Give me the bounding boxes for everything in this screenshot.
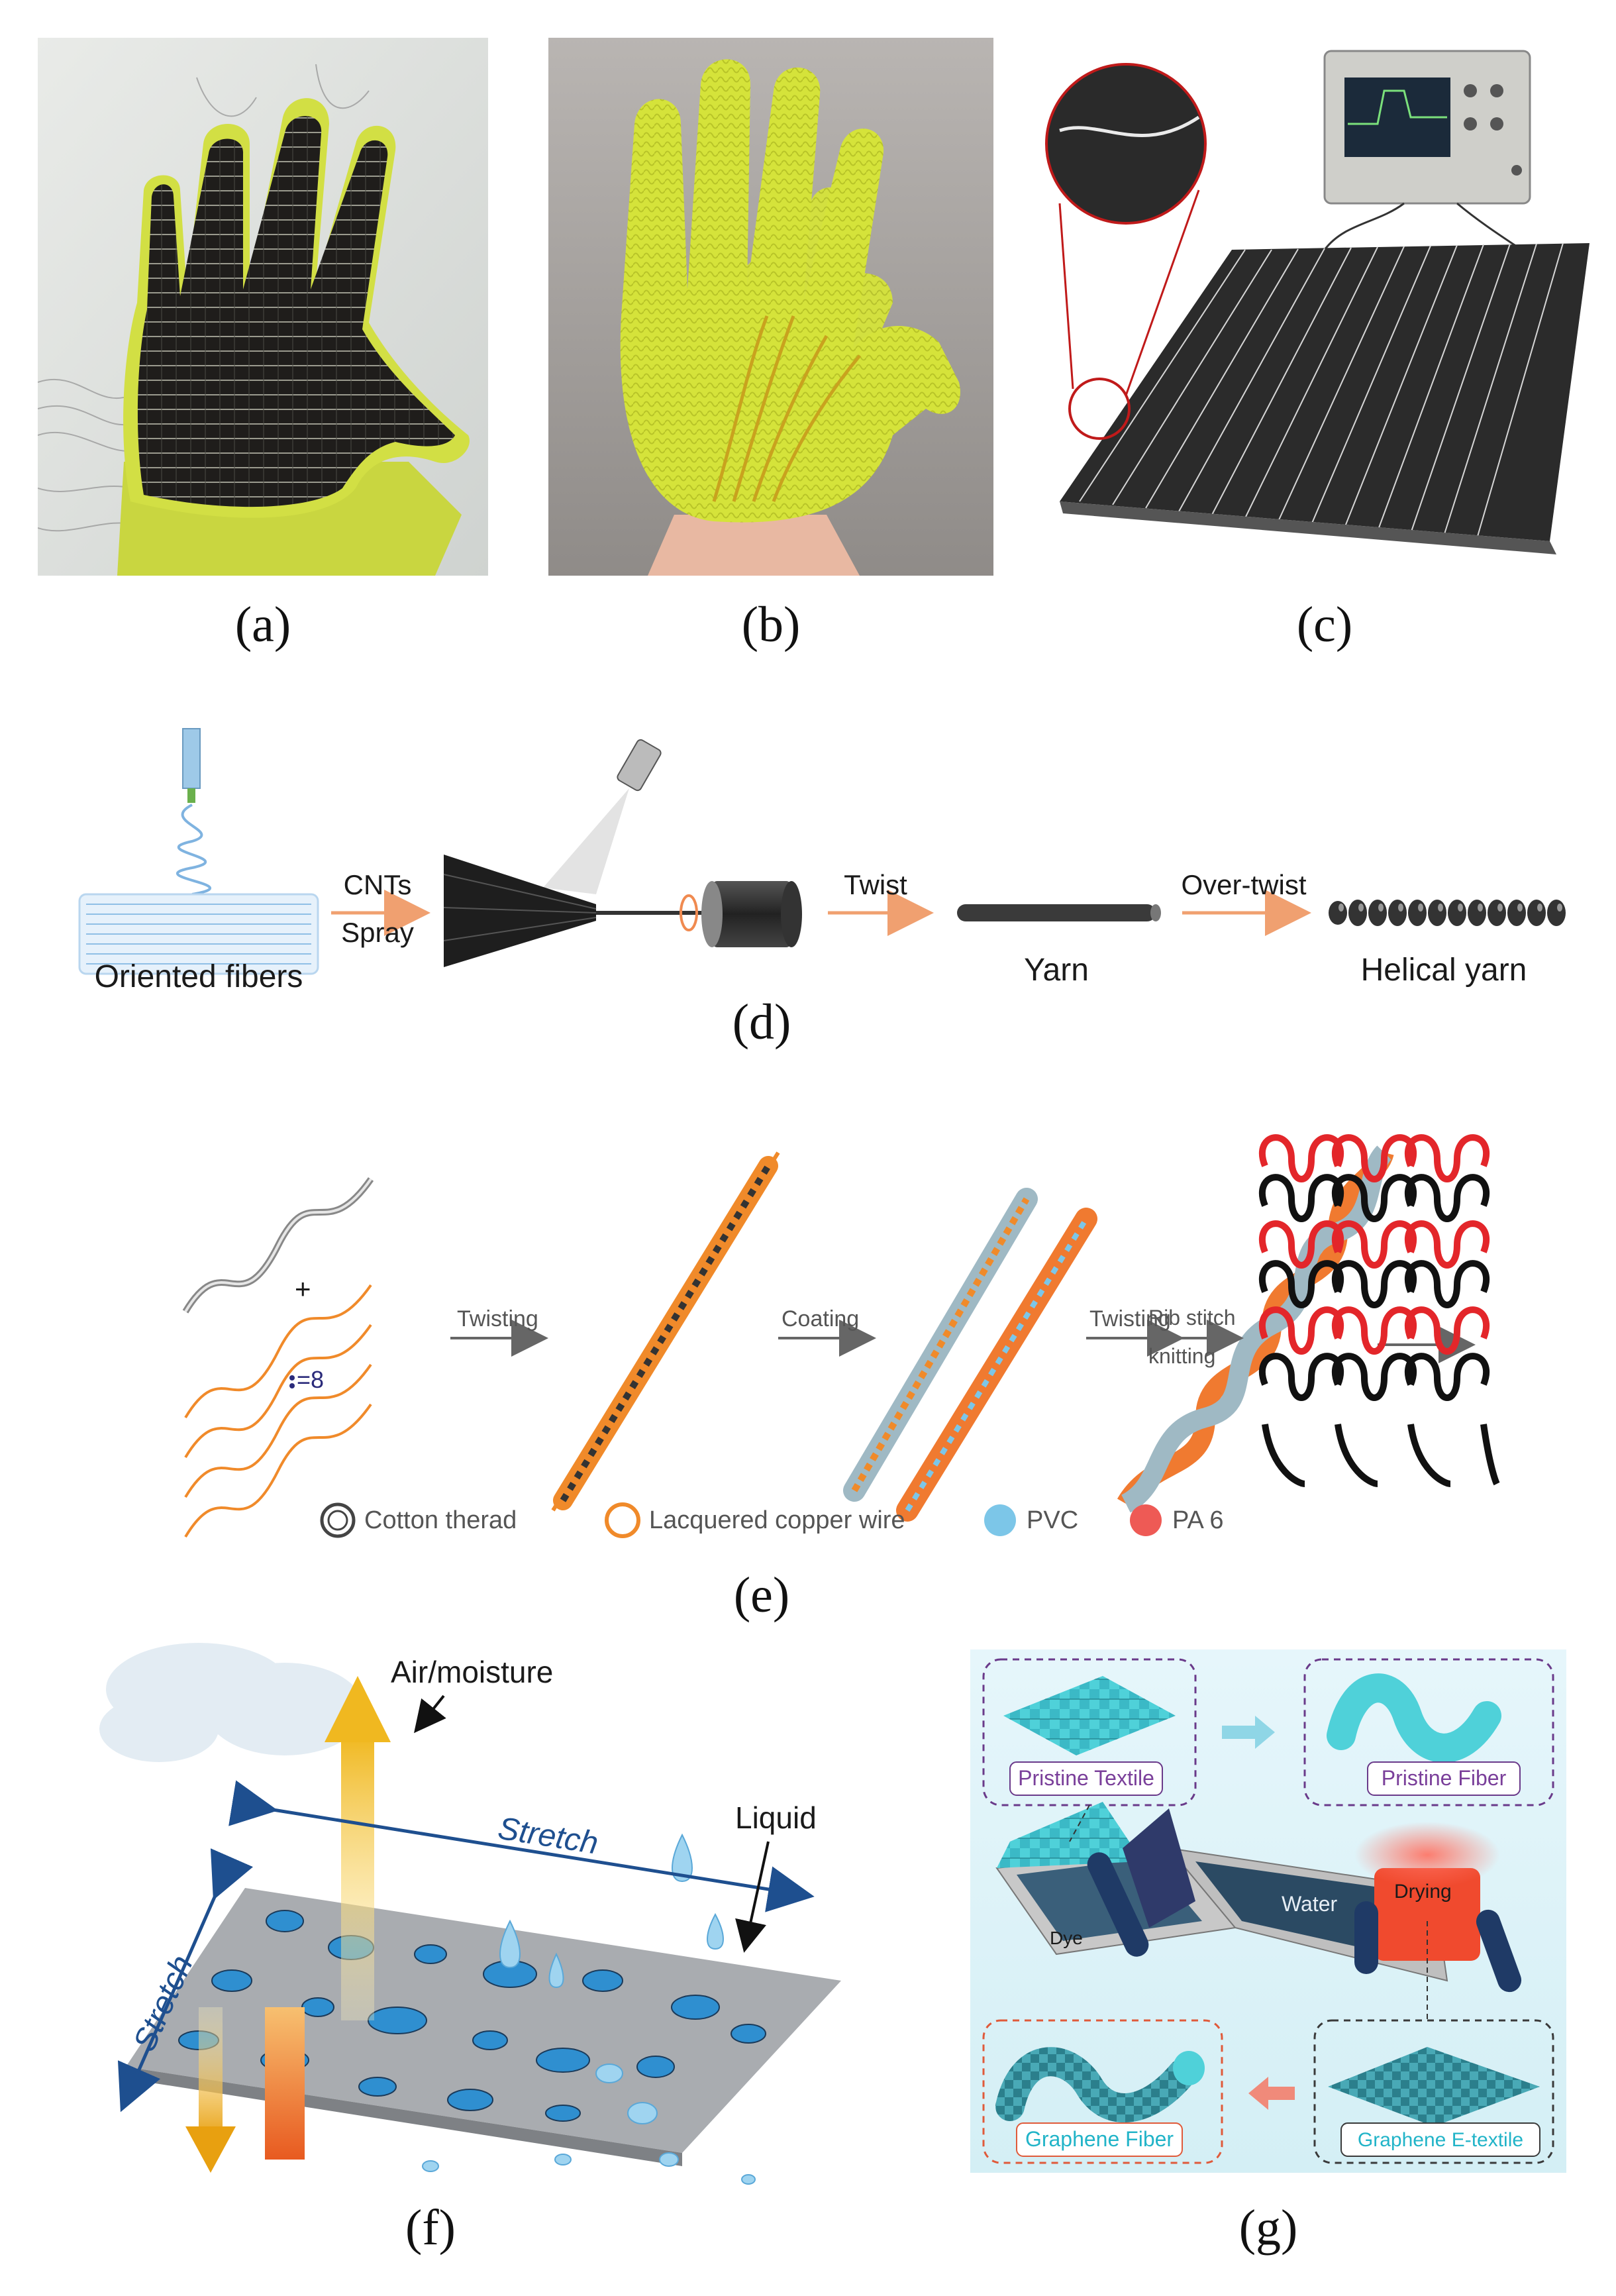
panel-a-photo [38,38,488,576]
porous-membrane [126,1888,841,2166]
legend-copper-wire-icon [605,1502,640,1538]
panel-e-diagram: + =8 Twisting Coating [172,1113,1484,1543]
caption-c: (c) [1296,597,1353,652]
label-air-moisture: Air/moisture [391,1655,553,1689]
pristine-fiber [1327,1673,1501,1763]
label-liquid: Liquid [735,1800,817,1835]
oriented-fibers-block [78,893,319,975]
step-label-spray: Spray [341,917,414,948]
legend-pvc-icon [984,1504,1016,1536]
label-graphene-fiber: Graphene Fiber [1025,2127,1174,2151]
wire-count: =8 [297,1366,324,1393]
legend-pvc: PVC [1027,1506,1078,1534]
stretch-diagonal-arrow [117,1848,254,2113]
stretch-horizontal-arrow [228,1780,815,1912]
caption-e: (e) [733,1567,790,1623]
panel-c-photo [1033,38,1590,576]
pristine-textile-swatch [1003,1676,1176,1755]
plus-sign: + [295,1273,311,1304]
panel-e-knit: Rib stitch knitting [1139,1113,1510,1524]
label-oriented-fibers: Oriented fibers [95,959,303,994]
panel-d-diagram: CNTs Spray Twist Yarn Over-twist [66,715,1590,994]
graphene-etextile-swatch [1328,2047,1540,2126]
label-drying: Drying [1394,1881,1452,1903]
legend-pa6-icon [1130,1504,1162,1536]
electrospinning-syringe-icon [176,728,212,896]
dyeing-machine [995,1802,1522,1993]
transfer-arrow-icon [1222,1716,1275,1749]
label-graphene-etextile: Graphene E-textile [1358,2129,1523,2151]
helical-yarn [1329,900,1566,926]
knitted-glove [620,59,960,523]
legend-cotton-thread: Cotton therad [364,1506,517,1534]
motor-roller-icon [701,881,802,947]
caption-d: (d) [732,994,791,1050]
cloud-icon [99,1643,364,1762]
oscilloscope [1323,50,1558,278]
label-helical-yarn: Helical yarn [1361,953,1527,988]
panel-g-diagram: Pristine Textile Pristine Fiber Water Dy… [970,1649,1566,2173]
step-label-cnts: CNTs [344,869,412,900]
fiber-funnel [443,855,702,967]
glove-hand [123,98,470,518]
rib-knit-pattern [1258,1134,1500,1487]
step-label-coating: Coating [782,1306,859,1331]
legend-cotton-thread-icon [320,1502,356,1538]
caption-a: (a) [234,597,291,652]
label-pristine-textile: Pristine Textile [1018,1766,1154,1790]
caption-b: (b) [741,597,801,652]
caption-f: (f) [405,2200,456,2256]
label-water: Water [1282,1892,1338,1916]
panel-e-legend: Cotton therad Lacquered copper wire PVC … [318,1494,1378,1547]
yarn [957,904,1161,921]
coated-yarns [843,1188,1097,1522]
step-label-over-twist: Over-twist [1182,869,1307,900]
spray-gun-icon [543,739,662,894]
twisted-yarn [551,1151,780,1512]
transfer-arrow-back-icon [1248,2077,1295,2110]
step-label-twisting-2: Twisting [1089,1306,1171,1331]
step-label-twist: Twist [844,869,907,900]
plied-yarn [1117,1145,1394,1513]
caption-g: (g) [1238,2200,1298,2256]
step-label-knitting-line2: knitting [1148,1344,1215,1368]
sensor-mat [1060,242,1590,554]
label-dye: Dye [1050,1928,1083,1948]
step-label-rib-stitch-line1: Rib stitch [1148,1306,1236,1330]
step-label-twisting-1: Twisting [457,1306,538,1331]
label-pristine-fiber: Pristine Fiber [1382,1766,1507,1790]
label-stretch-top: Stretch [495,1811,600,1861]
heat-bar [265,2007,305,2160]
label-yarn: Yarn [1024,953,1089,988]
legend-pa6: PA 6 [1172,1506,1223,1534]
panel-f-diagram: Stretch Stretch Air/moisture Liquid [99,1636,874,2186]
panel-b-photo [548,38,993,576]
graphene-fiber [995,2047,1197,2122]
legend-copper-wire: Lacquered copper wire [649,1506,905,1534]
